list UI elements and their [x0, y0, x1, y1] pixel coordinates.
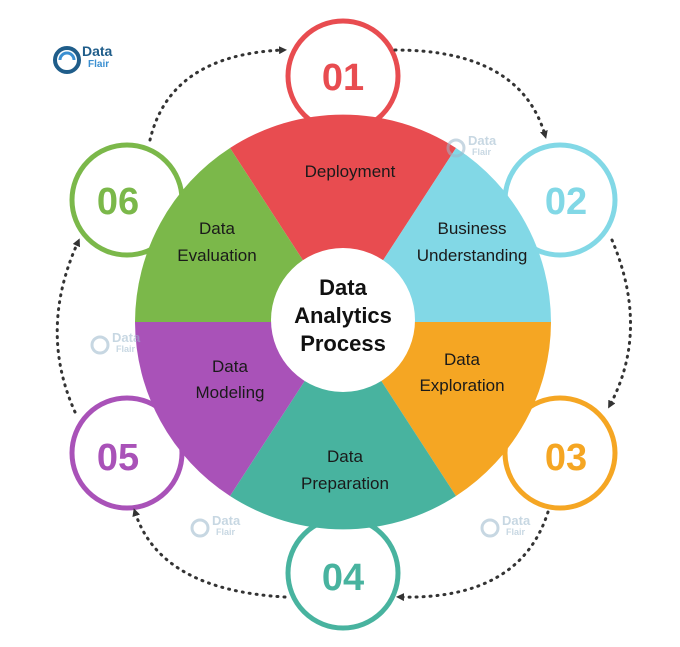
step-number-03: 03	[545, 437, 587, 479]
segment-label-modeling-line1: Data	[212, 357, 248, 376]
logo-mark-icon	[53, 46, 81, 74]
watermark-word-flair: Flair	[472, 147, 492, 157]
flow-arrow-01-to-02	[393, 48, 548, 139]
watermark-word-data: Data	[502, 513, 531, 528]
segment-label-exploration-line2: Exploration	[419, 376, 504, 395]
dataflair-logo: Data Flair	[53, 43, 113, 74]
number-ring-03	[502, 395, 618, 511]
logo-word-flair: Flair	[88, 59, 109, 70]
watermark-logo-icon	[446, 138, 466, 158]
segment-label-business: Business	[438, 219, 507, 238]
watermark-bottom-left: Data Flair	[190, 513, 241, 538]
logo-word-data: Data	[82, 43, 113, 59]
watermark-word-data: Data	[112, 330, 141, 345]
segment-label-preparation-line1: Data	[327, 447, 363, 466]
segment-label-modeling-line2: Modeling	[196, 383, 265, 402]
flow-arrow-02-to-03	[608, 238, 632, 409]
watermark-bottom-right: Data Flair	[480, 513, 531, 538]
watermark-logo-icon	[190, 518, 210, 538]
watermark-word-flair: Flair	[116, 344, 136, 354]
flow-arrow-06-to-01	[148, 46, 287, 142]
step-number-04: 04	[322, 557, 364, 599]
segment-label-understanding: Understanding	[417, 246, 528, 265]
center-title-line2: Analytics	[294, 303, 392, 328]
segment-label-evaluation-line1: Data	[199, 219, 235, 238]
segment-label-preparation-line2: Preparation	[301, 474, 389, 493]
step-number-01: 01	[322, 57, 364, 99]
watermark-logo-icon	[90, 335, 110, 355]
segment-label-evaluation-line2: Evaluation	[177, 246, 256, 265]
segment-data-preparation	[230, 322, 456, 530]
watermark-word-data: Data	[468, 133, 497, 148]
watermark-logo-icon	[480, 518, 500, 538]
center-title-line3: Process	[300, 331, 386, 356]
step-number-06: 06	[97, 181, 139, 223]
watermark-word-flair: Flair	[506, 527, 526, 537]
center-circle	[271, 248, 415, 392]
flow-arrows	[55, 46, 632, 602]
step-number-02: 02	[545, 181, 587, 223]
watermark-top: Data Flair	[446, 133, 497, 158]
segment-label-exploration-line1: Data	[444, 350, 480, 369]
segment-deployment	[230, 114, 456, 322]
flow-arrow-03-to-04	[396, 510, 550, 602]
watermark-left: Data Flair	[90, 330, 141, 355]
flow-arrow-04-to-05	[132, 508, 287, 599]
step-number-05: 05	[97, 437, 139, 479]
number-rings	[69, 18, 618, 631]
center-title-line1: Data	[319, 275, 367, 300]
watermarks: Data Flair Data Flair Data Flair Data Fl…	[90, 133, 531, 538]
flow-arrow-05-to-06	[55, 238, 80, 414]
watermark-word-flair: Flair	[216, 527, 236, 537]
watermark-word-data: Data	[212, 513, 241, 528]
segment-label-deployment: Deployment	[305, 162, 396, 181]
